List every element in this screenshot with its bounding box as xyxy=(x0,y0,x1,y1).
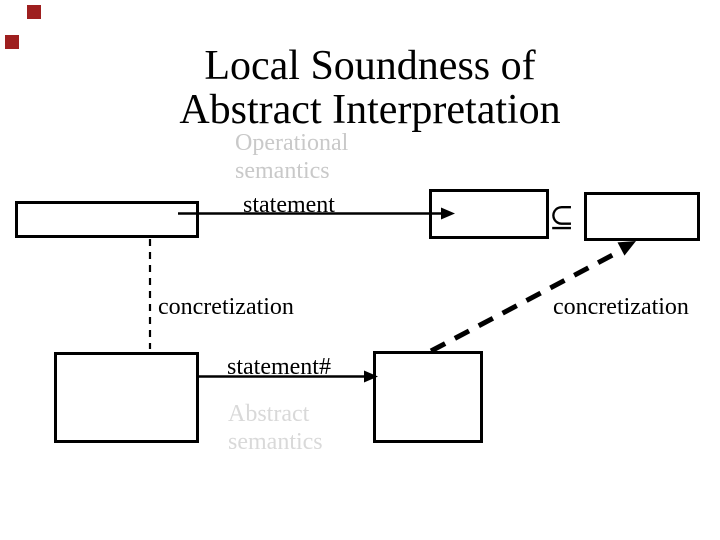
operational-semantics-line1: Operational xyxy=(235,130,349,156)
slide-title-line1: Local Soundness of xyxy=(204,43,536,89)
abstract-semantics-label: Abstract semantics xyxy=(228,400,323,456)
slide-title: Local Soundness of Abstract Interpretati… xyxy=(15,44,720,132)
statement-sharp-label: statement# xyxy=(227,354,331,380)
concrete-before-state-box xyxy=(15,201,199,238)
operational-semantics-label: Operational semantics xyxy=(235,129,348,185)
slide-decoration-square-top xyxy=(27,5,41,19)
abstract-semantics-line1: Abstract xyxy=(228,401,310,427)
subset-or-equal-symbol: ⊆ xyxy=(549,201,575,234)
concretization-right-dashed-arrow-head xyxy=(617,241,636,256)
concrete-after-state-box xyxy=(429,189,549,239)
operational-semantics-line2: semantics xyxy=(235,158,330,184)
concretized-abstract-state-box xyxy=(584,192,700,241)
abstract-semantics-line2: semantics xyxy=(228,429,323,455)
abstract-after-state-box xyxy=(373,351,483,443)
abstract-before-state-box xyxy=(54,352,199,443)
concretization-left-label: concretization xyxy=(158,294,294,320)
concretization-right-label: concretization xyxy=(553,294,689,320)
slide-decoration-square-left xyxy=(5,35,19,49)
statement-label: statement xyxy=(243,192,335,218)
slide-title-line2: Abstract Interpretation xyxy=(179,87,561,133)
